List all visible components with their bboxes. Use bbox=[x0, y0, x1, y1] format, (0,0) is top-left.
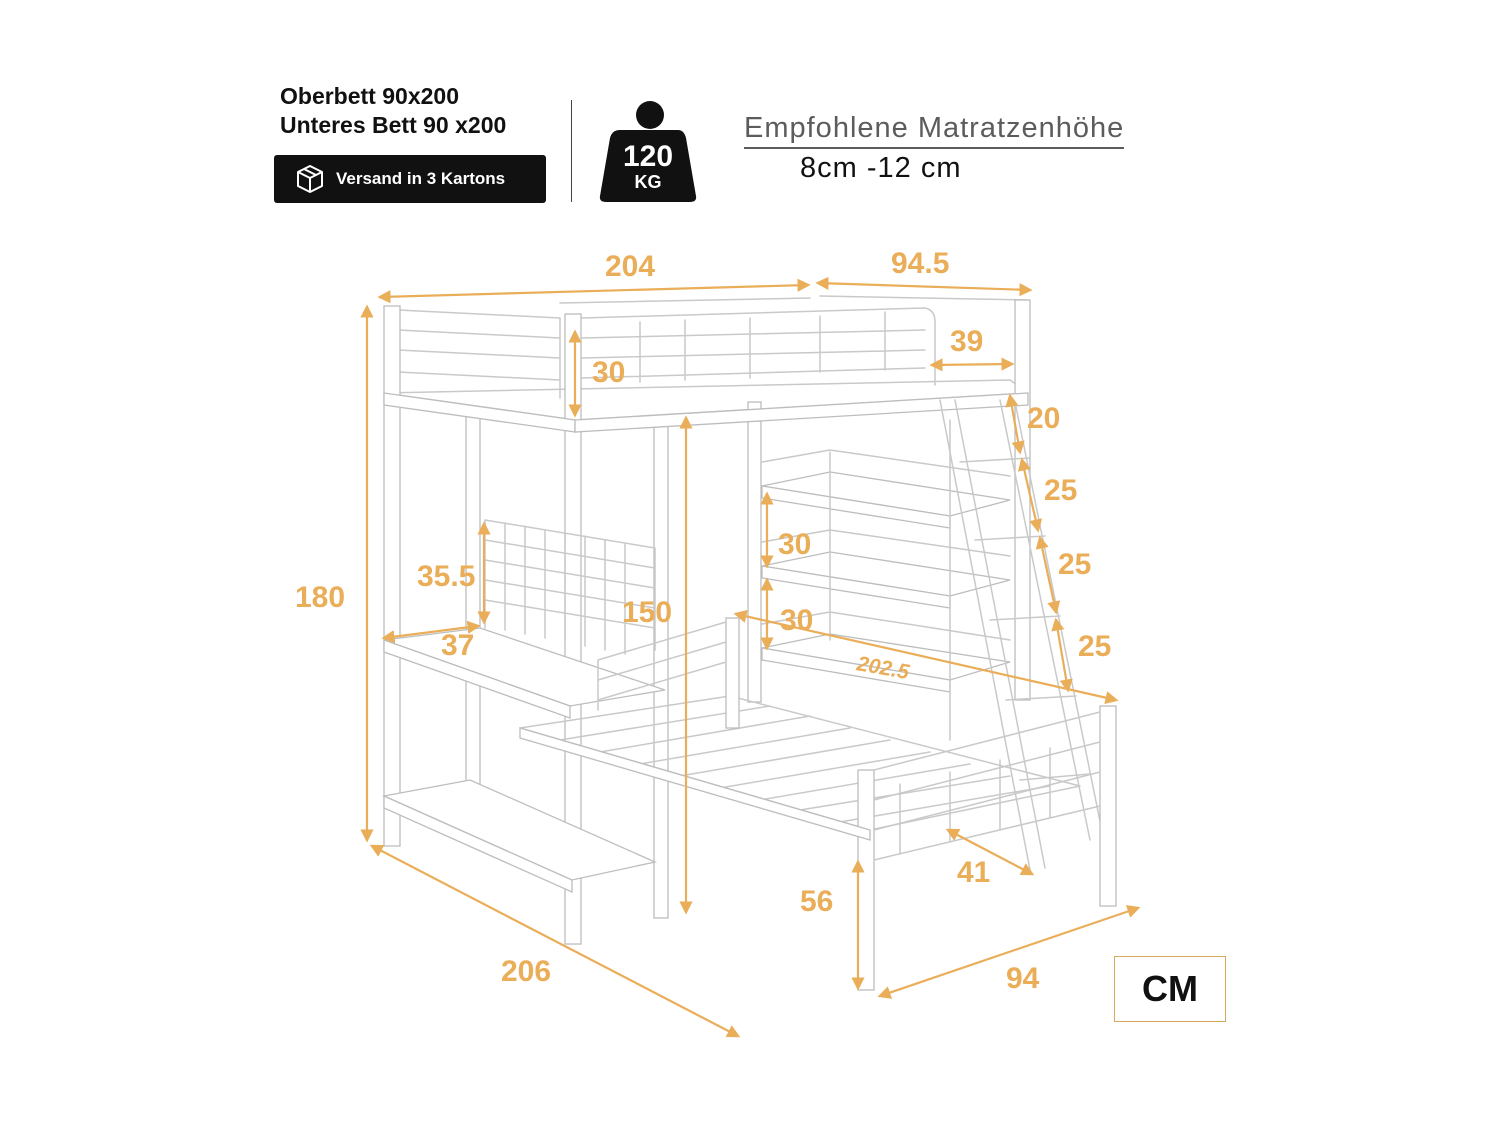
lower-bed-back-post bbox=[725, 617, 740, 729]
dim-shelf-spacing-2: 30 bbox=[780, 604, 813, 637]
upper-bed-size: Oberbett 90x200 bbox=[280, 83, 459, 109]
dim-lower-width: 94 bbox=[1006, 962, 1040, 995]
dim-step-2: 25 bbox=[1044, 474, 1077, 507]
lower-bed-footboard bbox=[873, 711, 1101, 861]
mattress-height-range: 8cm -12 cm bbox=[800, 152, 962, 184]
header-divider bbox=[571, 100, 572, 202]
weight-unit: KG bbox=[634, 172, 662, 192]
bed-size-list: Oberbett 90x200 Unteres Bett 90 x200 bbox=[280, 82, 506, 140]
box-icon bbox=[297, 165, 323, 193]
dim-top-length: 204 bbox=[605, 250, 655, 283]
lower-bed-front-left-post bbox=[857, 769, 875, 991]
shipping-badge: Versand in 3 Kartons bbox=[274, 155, 546, 203]
weight-value: 120 bbox=[622, 140, 674, 173]
dim-lower-height: 56 bbox=[800, 885, 833, 918]
bed-illustration bbox=[381, 295, 1117, 991]
lower-bed-front-right-post bbox=[1099, 705, 1117, 907]
dim-step-4: 25 bbox=[1078, 630, 1111, 663]
dim-ladder-depth: 41 bbox=[957, 856, 990, 889]
mattress-height-title: Empfohlene Matratzenhöhe bbox=[744, 112, 1125, 149]
dim-base-length: 206 bbox=[501, 955, 551, 988]
dim-under-clearance: 150 bbox=[622, 596, 672, 629]
inner-post bbox=[465, 409, 481, 801]
upper-guard-rail bbox=[397, 295, 1029, 399]
dim-step-1: 20 bbox=[1027, 402, 1060, 435]
dim-desk-depth: 37 bbox=[441, 629, 474, 662]
back-post bbox=[747, 401, 762, 703]
weight-icon bbox=[599, 101, 697, 202]
rear-right-post bbox=[1014, 299, 1031, 701]
dim-desk-panel: 35.5 bbox=[417, 560, 475, 593]
weight-badge: 120 KG bbox=[598, 100, 698, 202]
dim-ladder-gap: 39 bbox=[950, 325, 983, 358]
center-post bbox=[653, 417, 669, 919]
dim-step-3: 25 bbox=[1058, 548, 1091, 581]
dim-top-width: 94.5 bbox=[891, 247, 949, 280]
dim-total-height: 180 bbox=[295, 581, 345, 614]
dim-shelf-spacing-1: 30 bbox=[778, 528, 811, 561]
spec-header: Oberbett 90x200 Unteres Bett 90 x200 Ver… bbox=[0, 0, 1500, 230]
front-left-post bbox=[383, 305, 401, 847]
lower-bed-rail bbox=[519, 727, 871, 841]
lower-bed-headboard bbox=[597, 621, 727, 711]
dim-guard-height: 30 bbox=[592, 356, 625, 389]
unit-label: CM bbox=[1114, 956, 1226, 1022]
dimension-lines bbox=[360, 276, 1141, 1038]
lower-bed-size: Unteres Bett 90 x200 bbox=[280, 112, 507, 138]
desk-front bbox=[383, 639, 571, 719]
shipping-label: Versand in 3 Kartons bbox=[336, 169, 506, 188]
